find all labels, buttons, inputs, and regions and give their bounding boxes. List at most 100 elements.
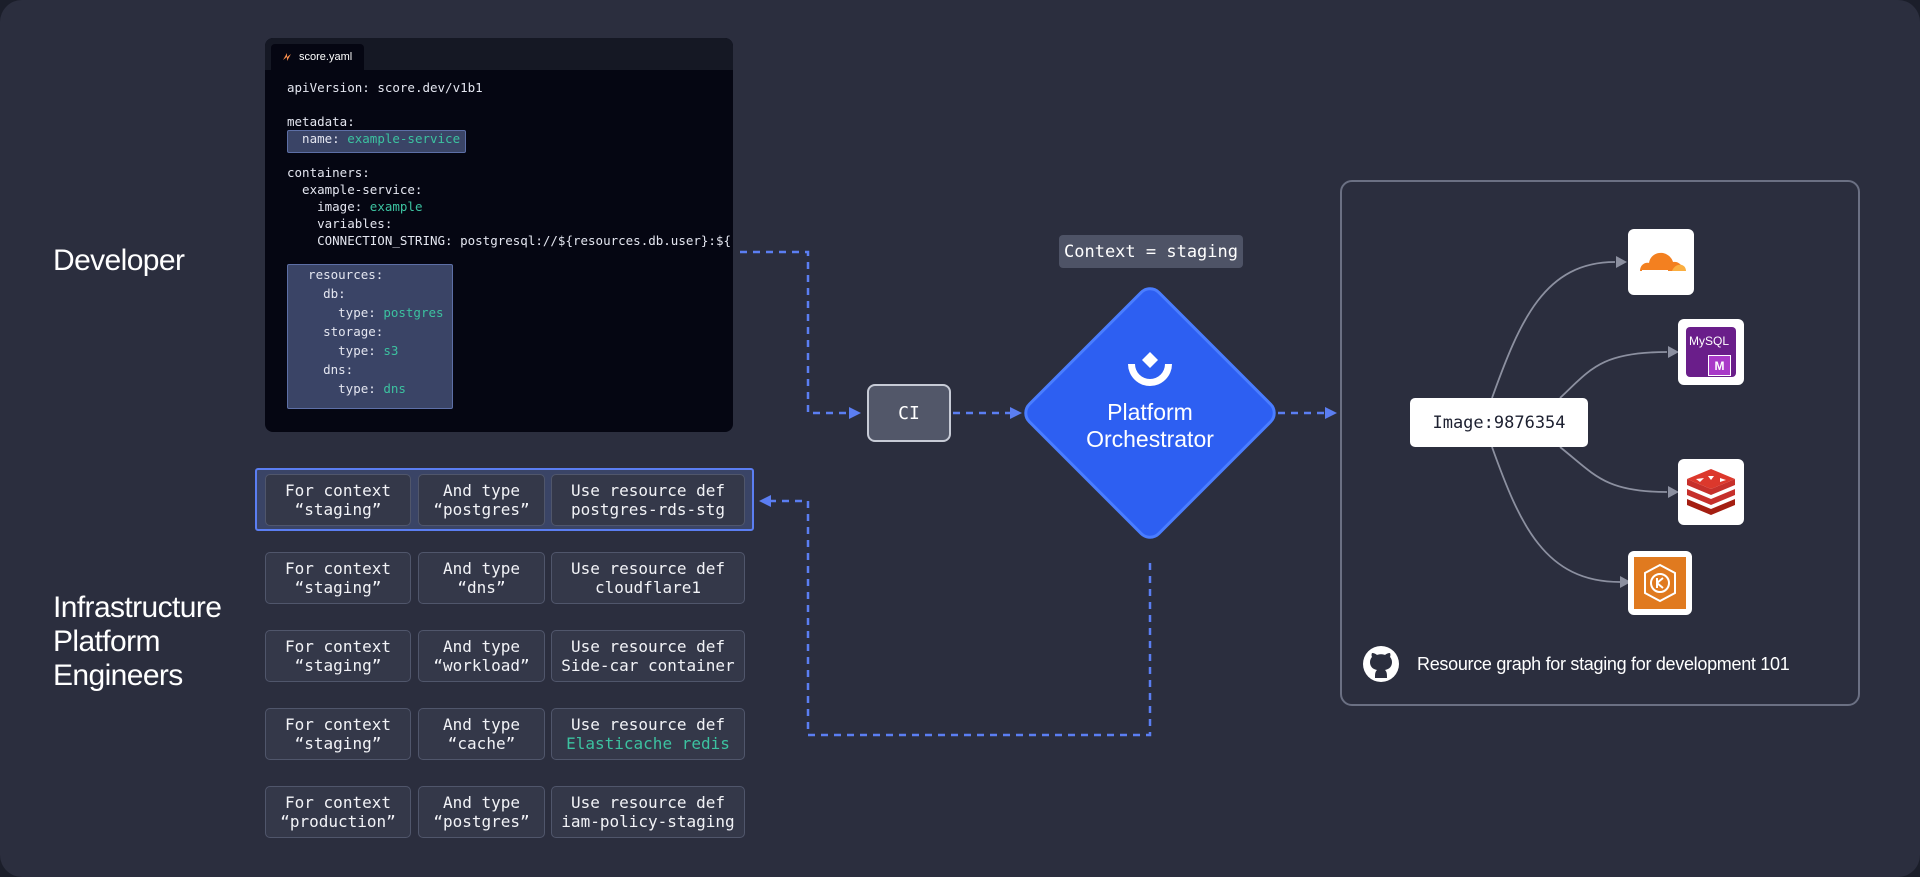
code-value: example — [369, 199, 423, 214]
rule-context-box: For context“staging” — [265, 630, 411, 682]
rule-text-line: “production” — [280, 812, 396, 831]
graph-edge-cloudflare — [1491, 261, 1616, 399]
connector-code-to-ci — [740, 250, 861, 419]
rule-text-line: Side-car container — [561, 656, 735, 675]
rule-text-line: “staging” — [294, 578, 382, 597]
code-highlight-metadata — [287, 130, 466, 153]
rule-row: For context“staging”And type“workload”Us… — [265, 630, 745, 682]
rule-row: For context“staging” And type“postgres” Us… — [265, 474, 745, 526]
rule-type-box: And type“postgres” — [418, 786, 545, 838]
code-key: example-service: — [287, 182, 423, 197]
rule-text-line: Use resource def — [570, 481, 726, 500]
ci-node: CI — [867, 384, 951, 442]
rule-type-box: And type“workload” — [418, 630, 545, 682]
code-value: s3 — [383, 343, 399, 358]
rule-text-line: iam-policy-staging — [561, 812, 735, 831]
rule-text-line: For context — [285, 559, 391, 578]
rule-context-box: For context“staging” — [265, 474, 411, 526]
code-value: score.dev/v1b1 — [377, 80, 483, 95]
rule-text-line: For context — [285, 793, 391, 812]
rule-text-line: And type — [442, 559, 521, 578]
code-line: storage: — [293, 324, 383, 340]
rule-text-line: For context — [285, 715, 391, 734]
rule-text-line: Use resource def — [570, 715, 726, 734]
code-line: resources: — [293, 267, 383, 283]
rule-text-line: “postgres” — [433, 812, 530, 831]
rule-text-line: “staging” — [294, 500, 382, 519]
rule-text-line: And type — [442, 481, 521, 500]
rule-type-box: And type“dns” — [418, 552, 545, 604]
rule-text-line: postgres-rds-stg — [570, 500, 726, 519]
code-tab-bar: score.yaml — [265, 38, 733, 70]
rule-context-box: For context“staging” — [265, 552, 411, 604]
resource-redis — [1678, 459, 1744, 525]
code-line: apiVersion: score.dev/v1b1 — [287, 80, 483, 96]
mysql-icon: MySQL M — [1686, 327, 1736, 377]
rule-text-line: cloudflare1 — [595, 578, 701, 597]
kubernetes-icon — [1634, 557, 1686, 609]
graph-edge-mysql — [1559, 351, 1668, 399]
rule-text-line: “dns” — [457, 578, 506, 597]
cloudflare-icon — [1640, 252, 1686, 272]
rule-row: For context“staging”And type“dns”Use res… — [265, 552, 745, 604]
score-file-icon — [283, 53, 291, 61]
code-key: db: — [293, 286, 346, 301]
orchestrator-label: Platform Orchestrator — [1055, 399, 1245, 453]
resource-cloudflare — [1628, 229, 1694, 295]
rule-row: For context“production”And type“postgres… — [265, 786, 745, 838]
rule-text-line: And type — [442, 637, 521, 656]
rule-context-box: For context“staging” — [265, 708, 411, 760]
rule-text-line: “staging” — [294, 734, 382, 753]
role-ipe-line1: Infrastructure — [53, 591, 222, 624]
role-ipe-line3: Engineers — [53, 659, 183, 692]
orchestrator-logo-icon — [1128, 352, 1172, 386]
rule-text-line: “postgres” — [433, 500, 530, 519]
resource-graph-caption: Resource graph for staging for developme… — [1417, 654, 1790, 674]
orchestrator-label-line1: Platform — [1107, 399, 1193, 425]
code-line: CONNECTION_STRING: postgresql://${resour… — [287, 233, 733, 249]
code-key: dns: — [293, 362, 354, 377]
code-value: postgres — [383, 305, 444, 320]
code-line: variables: — [287, 216, 392, 232]
resource-graph-panel — [1340, 180, 1860, 706]
role-ipe-line2: Platform — [53, 625, 161, 658]
resource-kubernetes — [1628, 551, 1692, 615]
rule-text-line: “workload” — [433, 656, 530, 675]
orchestrator-label-line2: Orchestrator — [1086, 426, 1214, 452]
code-key: containers: — [287, 165, 370, 180]
rule-text-line: Elasticache redis — [566, 734, 730, 753]
code-key: CONNECTION_STRING: postgresql://${resour… — [287, 233, 733, 248]
code-key: variables: — [287, 216, 393, 231]
code-key: image: — [287, 199, 370, 214]
connector-orchestrator-to-rules — [759, 495, 1152, 737]
resource-mysql: MySQL M — [1678, 319, 1744, 385]
code-line: type: postgres — [293, 305, 444, 321]
code-line: type: dns — [293, 381, 406, 397]
graph-edge-kubernetes — [1491, 446, 1621, 583]
rule-text-line: Use resource def — [570, 559, 726, 578]
mysql-label: MySQL — [1689, 334, 1730, 348]
code-line: db: — [293, 286, 346, 302]
github-icon — [1363, 646, 1399, 682]
mysql-badge: M — [1708, 355, 1731, 376]
rule-text-line: For context — [285, 481, 391, 500]
code-key: resources: — [293, 267, 384, 282]
redis-icon — [1687, 469, 1735, 515]
rule-text-line: “staging” — [294, 656, 382, 675]
graph-edge-redis — [1559, 446, 1668, 493]
tab-score-yaml[interactable]: score.yaml — [271, 44, 365, 70]
code-editor-panel: score.yaml apiVersion: score.dev/v1b1 met… — [265, 38, 733, 432]
code-key: metadata: — [287, 114, 355, 129]
code-key: type: — [293, 343, 384, 358]
rule-text-line: And type — [442, 793, 521, 812]
code-line: containers: — [287, 165, 370, 181]
code-key: type: — [293, 381, 384, 396]
rule-context-box: For context“production” — [265, 786, 411, 838]
rule-row: For context“staging”And type“cache”Use r… — [265, 708, 745, 760]
